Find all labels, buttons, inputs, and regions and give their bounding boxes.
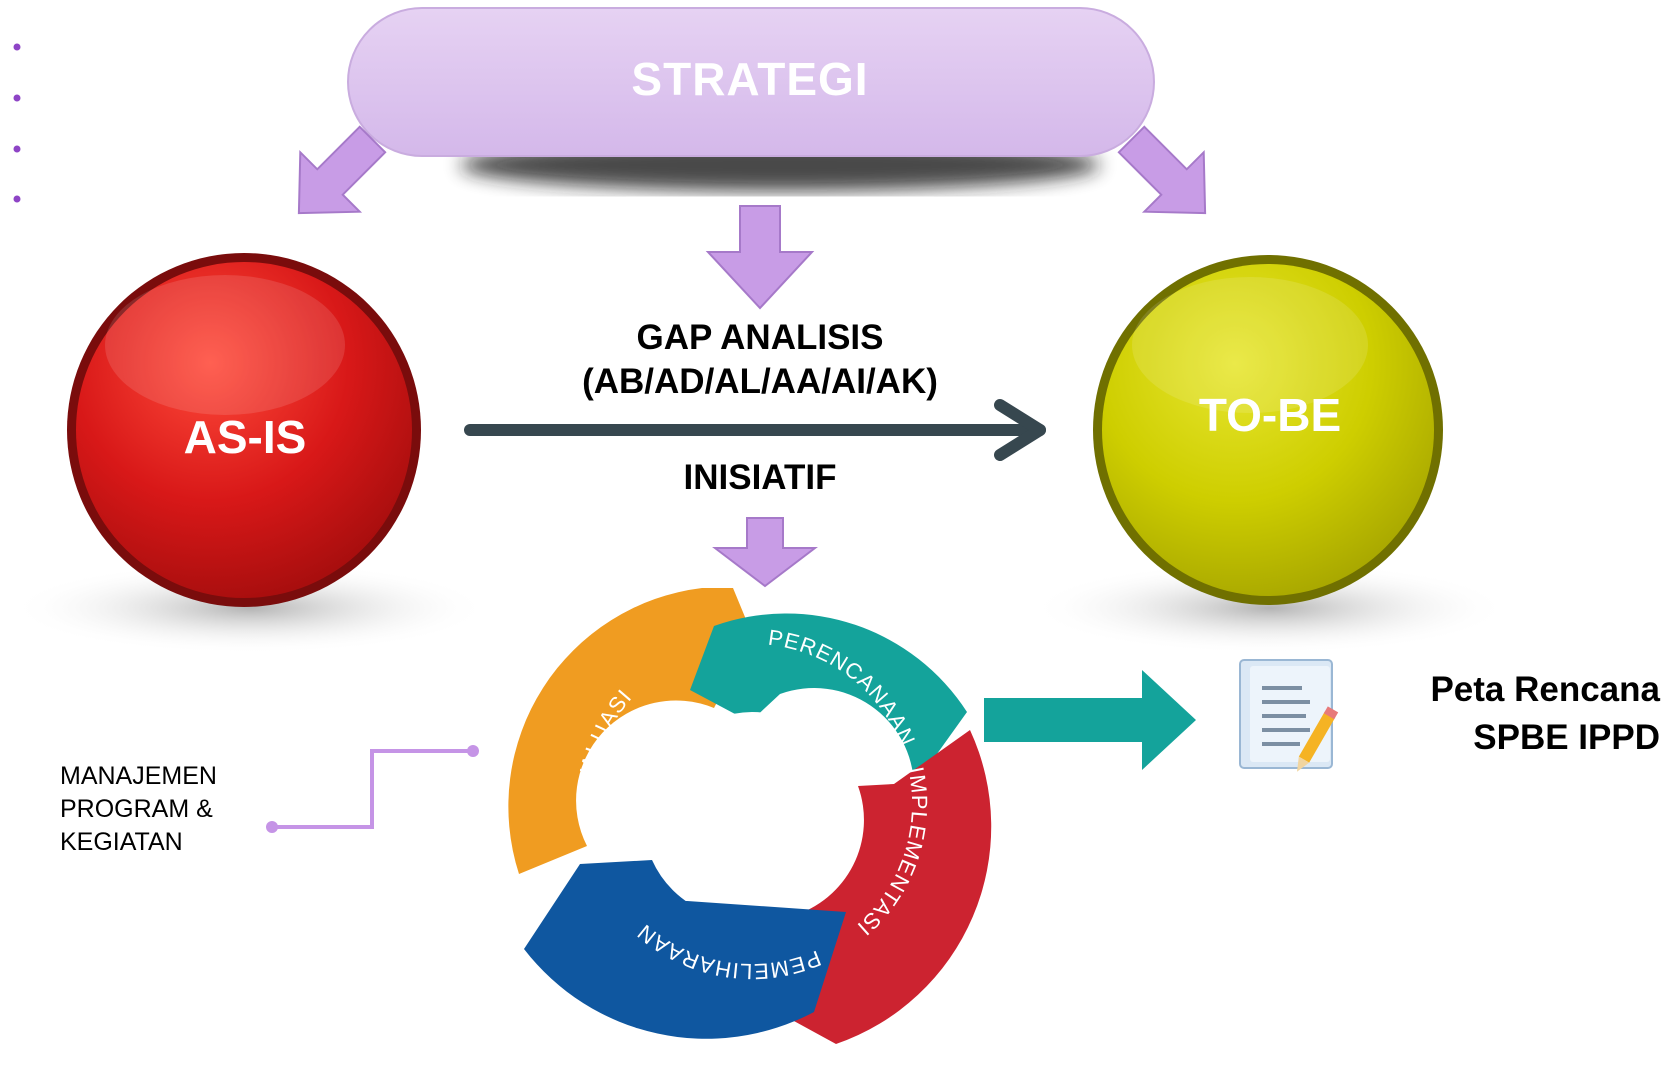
gap-analisis-title: GAP ANALISIS <box>636 318 884 357</box>
as-is-highlight <box>105 275 345 415</box>
to-be-highlight <box>1132 277 1368 413</box>
bullet <box>13 145 21 153</box>
cycle-segment-pemeliharaan <box>524 860 846 1039</box>
cycle-center <box>660 712 844 896</box>
cycle-segment-perencanaan <box>690 613 967 786</box>
to-be-circle <box>1102 264 1434 596</box>
to-be-shadow <box>1030 562 1510 654</box>
gap-analisis-subtitle: (AB/AD/AL/AA/AI/AK) <box>582 362 938 401</box>
as-is-circle <box>76 262 412 598</box>
document-icon <box>1239 659 1339 772</box>
bullet-list <box>13 43 21 203</box>
as-is-label: AS-IS <box>183 411 307 463</box>
manajemen-line1: MANAJEMEN <box>60 762 217 790</box>
manajemen-line3: KEGIATAN <box>60 828 183 856</box>
manajemen-line2: PROGRAM & <box>60 795 213 823</box>
bullet <box>13 195 21 203</box>
manajemen-label: MANAJEMEN PROGRAM & KEGIATAN <box>60 760 280 859</box>
inisiatif-label: INISIATIF <box>683 458 837 497</box>
as-is-shadow <box>10 562 490 654</box>
bullet <box>13 94 21 102</box>
arrow-down-cycle <box>712 517 818 588</box>
to-be-label: TO-BE <box>1198 389 1342 441</box>
cycle-diagram <box>508 588 992 1044</box>
gap-arrow <box>464 399 1046 461</box>
strategi-label: STRATEGI <box>631 53 869 105</box>
output-arrow <box>984 670 1196 770</box>
cycle-segment-evaluasi <box>508 588 752 874</box>
strategi-pill <box>347 7 1155 157</box>
arrow-to-as-is <box>297 125 387 215</box>
output-title-line1: Peta Rencana <box>1430 670 1660 709</box>
arrow-down-gap <box>705 205 815 310</box>
bullet <box>13 43 21 51</box>
output-title-line2: SPBE IPPD <box>1473 718 1660 757</box>
arrow-to-to-be <box>1117 125 1207 215</box>
manajemen-connector <box>266 745 479 833</box>
